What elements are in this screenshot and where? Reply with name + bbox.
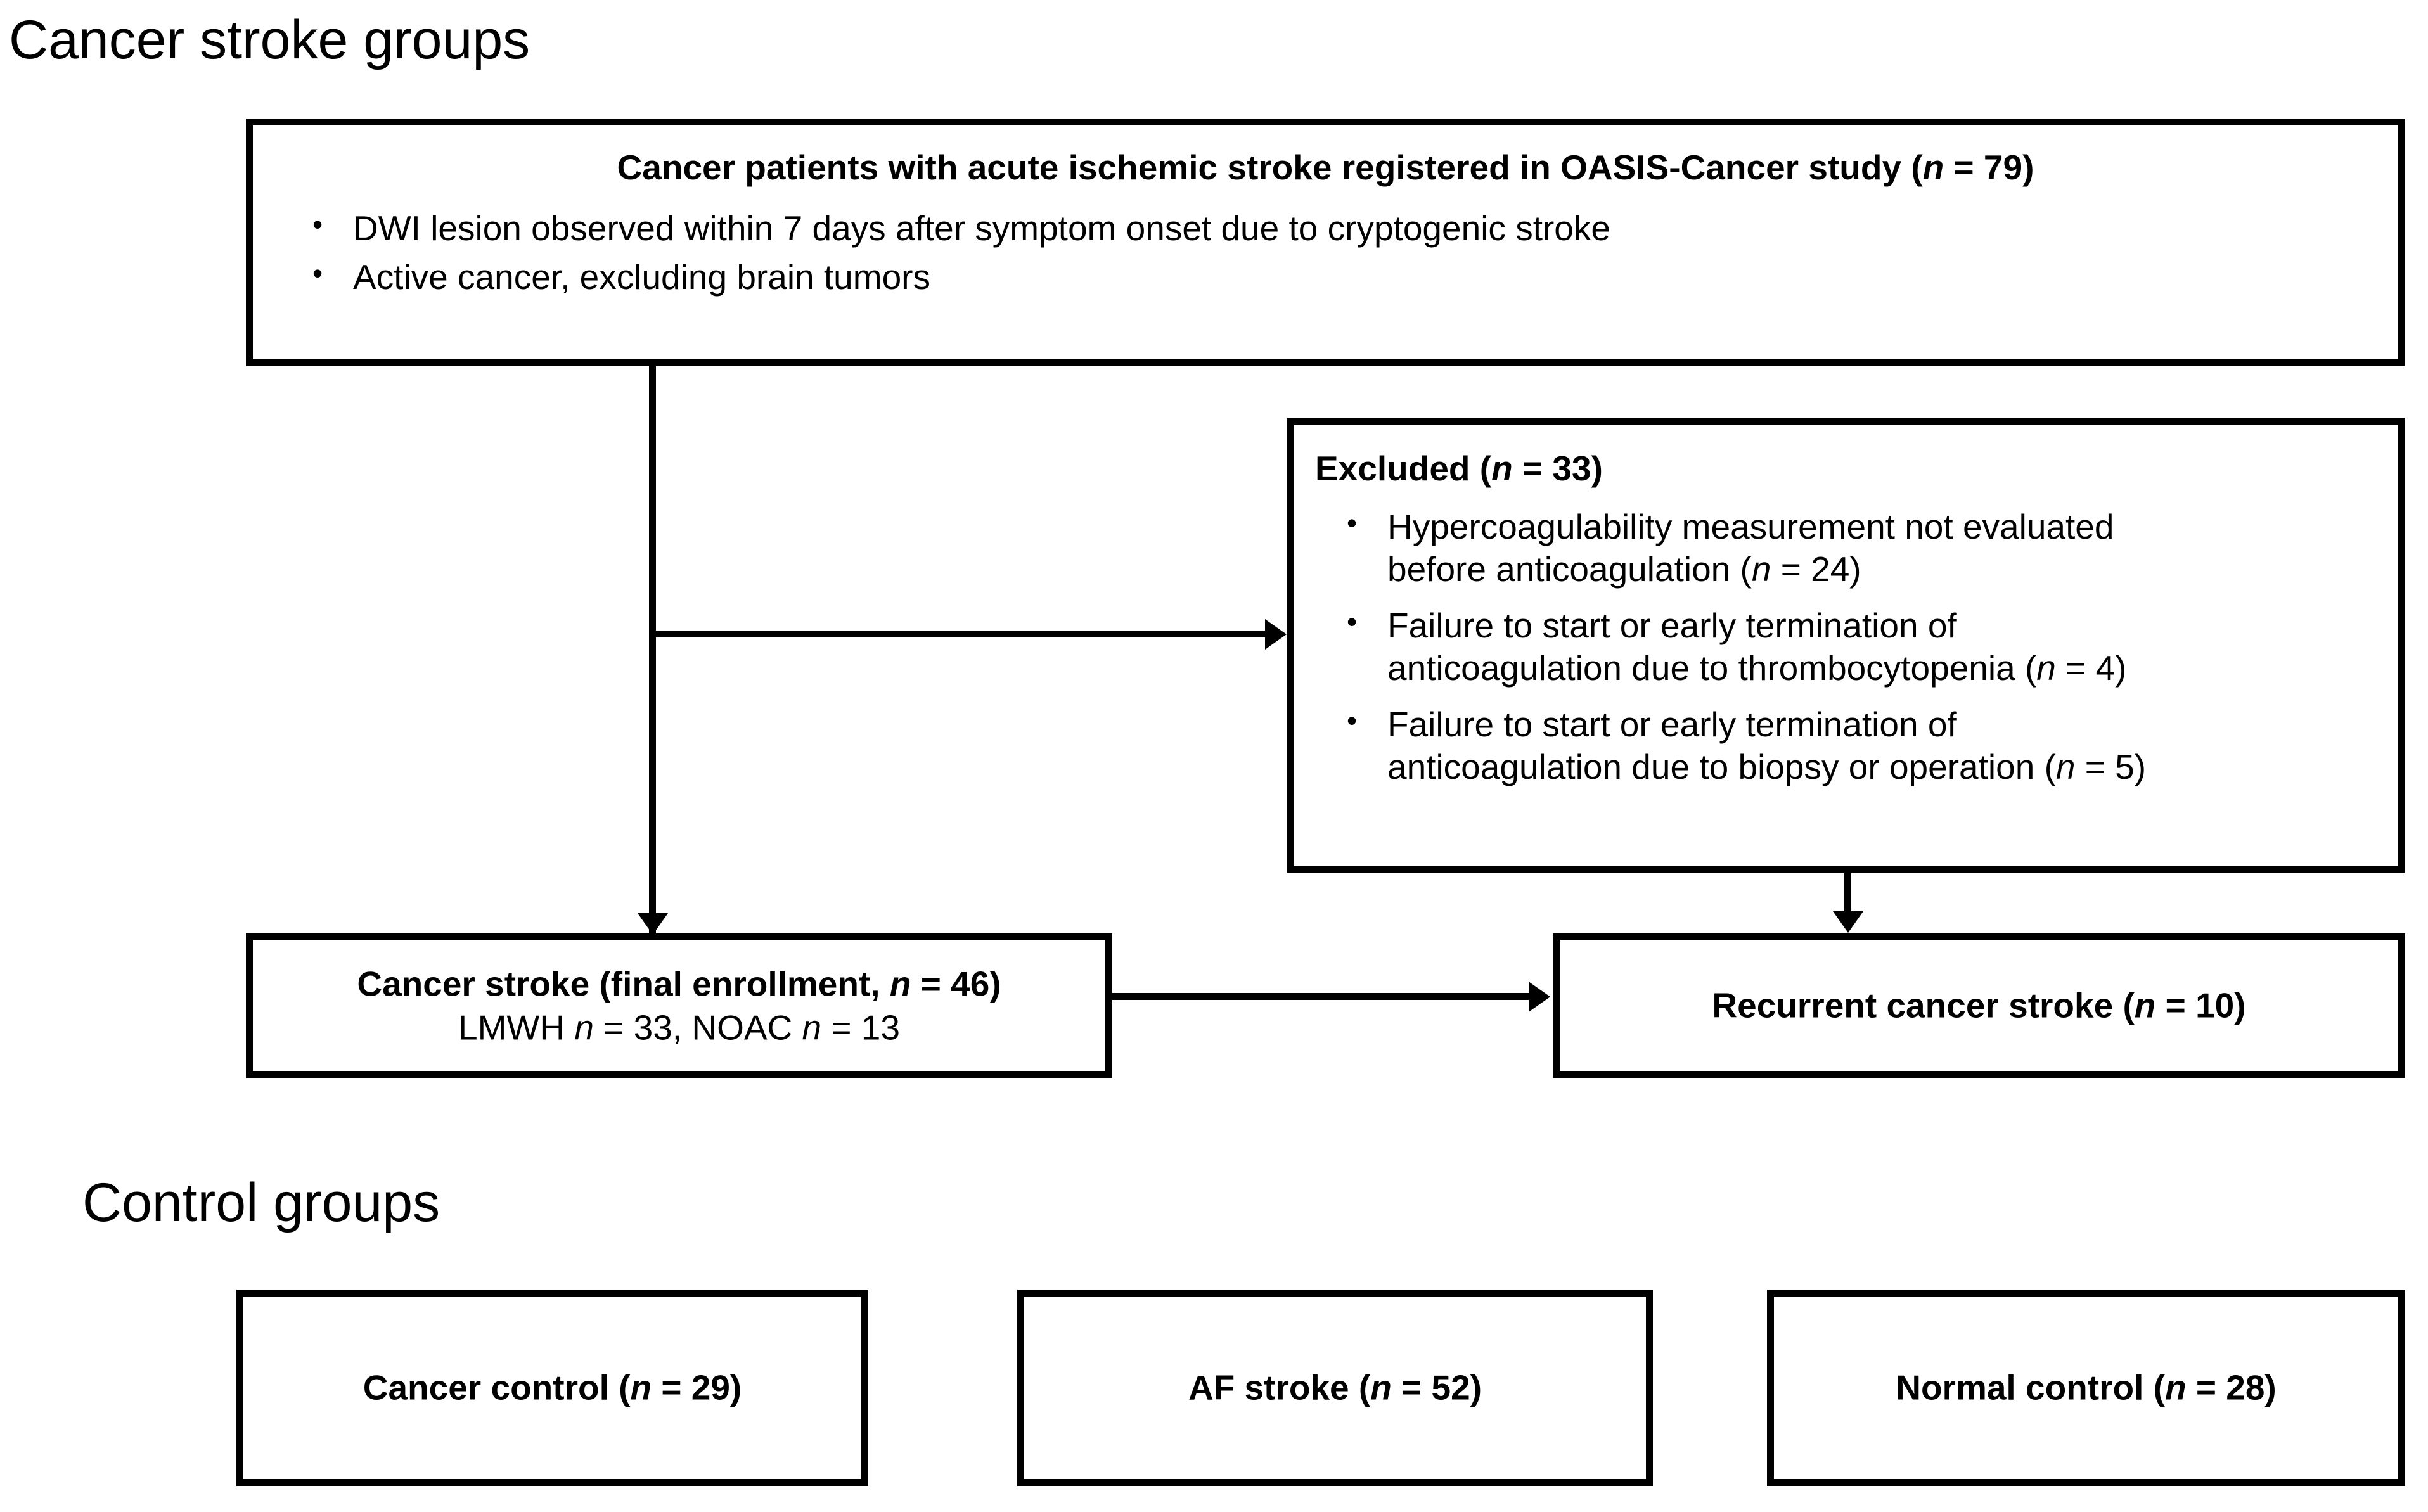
af-stroke-box: AF stroke (n = 52)	[1017, 1290, 1653, 1486]
af-stroke-text: AF stroke (n = 52)	[1024, 1366, 1646, 1410]
recurrent-box-text: Recurrent cancer stroke (n = 10)	[1560, 984, 2398, 1028]
list-item: Failure to start or early termination of…	[1338, 603, 2377, 689]
enrollment-heading-post: = 79)	[1944, 148, 2034, 187]
excluded-reason-line1: Failure to start or early termination of	[1387, 705, 1957, 745]
final-enrollment-line2: LMWH n = 33, NOAC n = 13	[253, 1006, 1105, 1049]
excluded-reason-n-symbol: n	[1751, 549, 1771, 589]
enrollment-heading-n-symbol: n	[1922, 148, 1944, 187]
list-item: Hypercoagulability measurement not evalu…	[1338, 504, 2377, 591]
list-item: DWI lesion observed within 7 days after …	[304, 206, 2373, 250]
excluded-heading-post: = 33)	[1512, 449, 1603, 488]
cancer-control-label-post: = 29)	[652, 1368, 742, 1407]
excluded-reason-line2-post: = 4)	[2055, 648, 2127, 688]
lmwh-label: LMWH	[458, 1008, 575, 1047]
list-item: Active cancer, excluding brain tumors	[304, 255, 2373, 298]
normal-control-n-symbol: n	[2164, 1368, 2187, 1407]
enrollment-heading-pre: Cancer patients with acute ischemic stro…	[617, 148, 1923, 187]
excluded-reason-line2-pre: anticoagulation due to thrombocytopenia …	[1387, 648, 2037, 688]
excluded-reason-n-symbol: n	[2036, 648, 2056, 688]
arrowhead-down-to-recurrent	[1833, 911, 1863, 933]
arrowhead-right-to-recurrent	[1529, 982, 1550, 1012]
enrollment-box: Cancer patients with acute ischemic stro…	[246, 119, 2405, 366]
excluded-reason-n-symbol: n	[2055, 747, 2076, 787]
excluded-box-heading: Excluded (n = 33)	[1315, 448, 2377, 489]
final-enrollment-line1-post: = 46)	[911, 964, 1001, 1004]
cancer-control-label-pre: Cancer control (	[363, 1368, 631, 1407]
excluded-heading-pre: Excluded (	[1315, 449, 1492, 488]
normal-control-text: Normal control (n = 28)	[1774, 1366, 2398, 1410]
excluded-reasons-list: Hypercoagulability measurement not evalu…	[1338, 504, 2377, 789]
noac-value: = 13	[821, 1008, 900, 1047]
excluded-reason-line2-pre: before anticoagulation (	[1387, 549, 1752, 589]
cancer-control-n-symbol: n	[630, 1368, 652, 1407]
arrowhead-down-to-final-enrollment	[638, 913, 668, 935]
enrollment-box-heading: Cancer patients with acute ischemic stro…	[278, 147, 2373, 188]
arrowhead-right-to-excluded	[1265, 619, 1287, 650]
recurrent-label-pre: Recurrent cancer stroke (	[1712, 985, 2135, 1025]
excluded-reason-line2-post: = 5)	[2075, 747, 2147, 787]
af-stroke-label-pre: AF stroke (	[1188, 1368, 1371, 1407]
list-item: Failure to start or early termination of…	[1338, 702, 2377, 788]
excluded-reason-line2-post: = 24)	[1771, 549, 1861, 589]
section-title-cancer-stroke-groups: Cancer stroke groups	[9, 10, 530, 70]
cancer-control-text: Cancer control (n = 29)	[243, 1366, 861, 1410]
excluded-heading-n-symbol: n	[1491, 449, 1513, 488]
lmwh-n-symbol: n	[574, 1008, 594, 1047]
cancer-control-box: Cancer control (n = 29)	[236, 1290, 868, 1486]
af-stroke-n-symbol: n	[1370, 1368, 1392, 1407]
final-enrollment-box: Cancer stroke (final enrollment, n = 46)…	[246, 933, 1112, 1078]
excluded-reason-line1: Failure to start or early termination of	[1387, 606, 1957, 646]
recurrent-label-post: = 10)	[2155, 985, 2246, 1025]
excluded-reason-line1: Hypercoagulability measurement not evalu…	[1387, 506, 2114, 546]
final-enrollment-line1-pre: Cancer stroke (final enrollment,	[357, 964, 890, 1004]
connector-vertical-excluded-to-recurrent	[1844, 873, 1851, 915]
connector-vertical-main	[649, 366, 656, 943]
lmwh-value: = 33,	[593, 1008, 692, 1047]
recurrent-n-symbol: n	[2134, 985, 2156, 1025]
enrollment-criteria-list: DWI lesion observed within 7 days after …	[304, 206, 2373, 298]
recurrent-cancer-stroke-box: Recurrent cancer stroke (n = 10)	[1553, 933, 2405, 1078]
final-enrollment-line1-n-symbol: n	[889, 964, 911, 1004]
final-enrollment-line1: Cancer stroke (final enrollment, n = 46)	[253, 962, 1105, 1006]
af-stroke-label-post: = 52)	[1391, 1368, 1482, 1407]
normal-control-label-pre: Normal control (	[1896, 1368, 2165, 1407]
excluded-box: Excluded (n = 33) Hypercoagulability mea…	[1287, 418, 2405, 873]
normal-control-box: Normal control (n = 28)	[1767, 1290, 2405, 1486]
normal-control-label-post: = 28)	[2186, 1368, 2277, 1407]
final-enrollment-text: Cancer stroke (final enrollment, n = 46)…	[253, 962, 1105, 1049]
connector-horizontal-to-excluded	[649, 631, 1267, 637]
noac-label: NOAC	[691, 1008, 802, 1047]
connector-horizontal-to-recurrent	[1112, 993, 1531, 1000]
noac-n-symbol: n	[802, 1008, 822, 1047]
section-title-control-groups: Control groups	[82, 1172, 440, 1233]
excluded-reason-line2-pre: anticoagulation due to biopsy or operati…	[1387, 747, 2056, 787]
